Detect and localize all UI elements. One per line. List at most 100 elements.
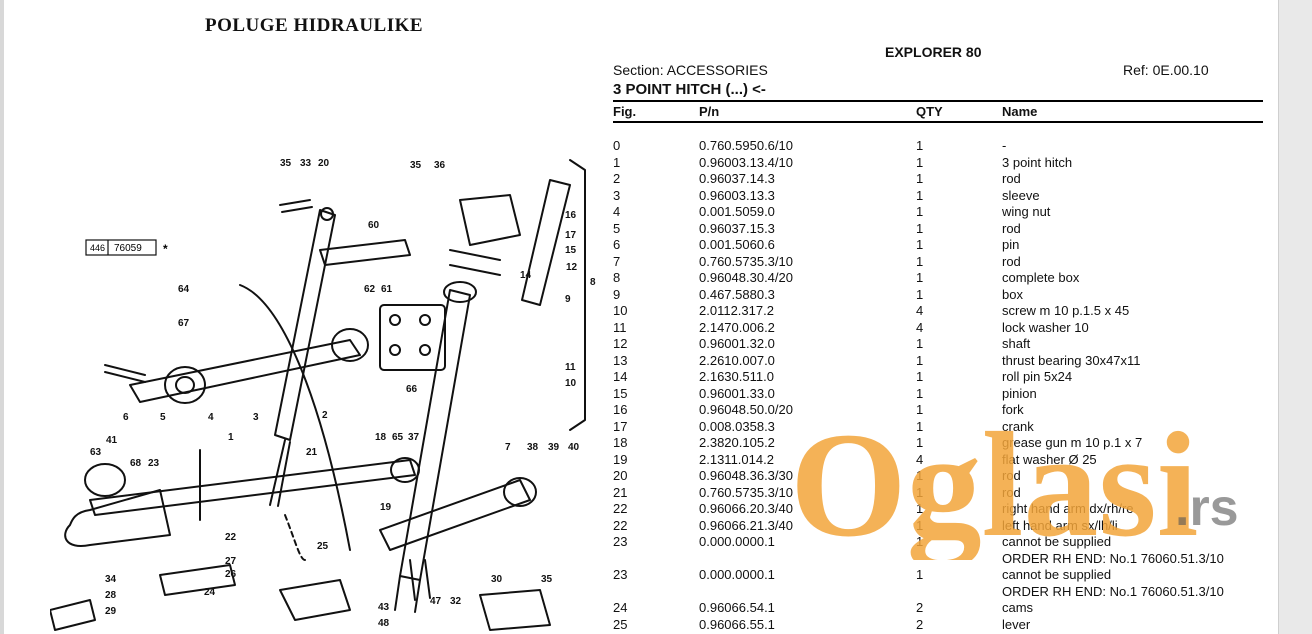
cell-name: fork [1002, 402, 1024, 417]
ref-box-right: 76059 [114, 243, 142, 254]
cell-fig: 17 [613, 418, 628, 434]
ref-label: Ref: 0E.00.10 [1123, 62, 1209, 78]
cell-name: ORDER RH END: No.1 76060.51.3/10 [1002, 550, 1224, 566]
cell-part-number: 0.96066.55.1 [699, 616, 775, 632]
cell-name: lever [1002, 616, 1031, 632]
cell-qty: 1 [916, 138, 924, 153]
callout-label: 30 [491, 574, 503, 585]
window-left-edge [0, 0, 4, 634]
callout-label: 65 [392, 432, 404, 443]
callout-label: 43 [378, 602, 390, 613]
callout-label: 61 [381, 284, 393, 295]
cell-fig: 22 [613, 517, 628, 533]
cell-qty: 1 [916, 402, 924, 417]
cell-fig: 22 [613, 501, 628, 516]
cell-qty: 4 [916, 319, 924, 335]
cell-name: crank [1002, 418, 1034, 434]
cell-part-number: 2.0112.317.2 [699, 303, 774, 318]
cell-fig: 13 [613, 352, 628, 368]
reference-box: 446 76059 * [85, 239, 168, 256]
cell-part-number: 0.96048.36.3/30 [699, 468, 793, 483]
cell-part-number: 0.001.5059.0 [699, 204, 775, 219]
cell-qty: 2 [916, 600, 924, 615]
page-title: POLUGE HIDRAULIKE [205, 15, 424, 36]
assembly-title: 3 POINT HITCH (...) <- [613, 81, 766, 98]
scrollbar-track[interactable] [1278, 0, 1312, 634]
callout-label: 4 [208, 412, 214, 423]
column-header-name: Name [1002, 104, 1038, 119]
cell-qty: 1 [916, 286, 924, 302]
table-row: 22 0.96066.21.3/40 1 left hand arm sx/lh/li [613, 518, 1273, 535]
callout-label: 2 [322, 410, 328, 421]
cell-fig: 7 [613, 253, 621, 269]
callout-label: 6 [123, 412, 129, 423]
cell-fig: 2 [613, 171, 621, 186]
callout-label: 35 [280, 158, 292, 169]
cell-qty: 1 [916, 484, 924, 500]
cell-fig: 21 [613, 484, 628, 500]
table-row: ORDER RH END: No.1 76060.51.3/10 [613, 584, 1273, 601]
cell-fig: 14 [613, 369, 628, 384]
header-rule-bottom [613, 121, 1263, 123]
cell-qty: 1 [916, 352, 924, 368]
callout-label: 41 [106, 435, 118, 446]
cell-part-number: 0.001.5060.6 [699, 237, 775, 252]
cell-qty: 1 [916, 220, 924, 236]
cell-fig: 1 [613, 154, 621, 170]
cell-part-number: 2.1630.511.0 [699, 369, 774, 384]
cell-part-number: 0.96003.13.3 [699, 187, 775, 203]
cell-name: rod [1002, 484, 1021, 500]
cell-name: shaft [1002, 336, 1031, 351]
cell-part-number: 0.96001.33.0 [699, 385, 775, 401]
cell-qty: 1 [916, 385, 924, 401]
cell-name: left hand arm sx/lh/li [1002, 517, 1118, 533]
cell-name: ORDER RH END: No.1 76060.51.3/10 [1002, 583, 1224, 599]
header-rule-top [613, 100, 1263, 102]
cell-qty: 1 [916, 253, 924, 269]
callout-label: 28 [105, 590, 117, 601]
callout-label: 25 [317, 541, 329, 552]
cell-part-number: 0.760.5735.3/10 [699, 484, 793, 500]
callout-label: 48 [378, 618, 390, 629]
cell-name: pinion [1002, 385, 1037, 401]
cell-fig: 12 [613, 336, 628, 351]
cell-fig: 24 [613, 600, 628, 615]
callout-label: 34 [105, 574, 117, 585]
cell-name: right hand arm dx/rh/re [1002, 501, 1134, 516]
callout-label: 1 [228, 432, 234, 443]
callout-label: 32 [450, 596, 462, 607]
cell-qty: 1 [916, 468, 924, 483]
callout-label: 36 [434, 160, 446, 171]
cell-fig: 10 [613, 303, 628, 318]
cell-qty: 4 [916, 451, 924, 467]
cell-qty: 1 [916, 204, 924, 219]
callout-label: 17 [565, 230, 577, 241]
cell-fig: 3 [613, 187, 621, 203]
cell-qty: 1 [916, 237, 924, 252]
cell-name: sleeve [1002, 187, 1040, 203]
cell-qty: 1 [916, 517, 924, 533]
callout-label: 3 [253, 412, 259, 423]
cell-name: cannot be supplied [1002, 567, 1112, 582]
cell-name: lock washer 10 [1002, 319, 1089, 335]
cell-part-number: 2.1311.014.2 [699, 451, 774, 467]
callout-label: 26 [225, 569, 237, 580]
cell-fig: 6 [613, 237, 621, 252]
cell-qty: 1 [916, 501, 924, 516]
callout-label: 68 [130, 458, 142, 469]
cell-part-number: 0.96066.21.3/40 [699, 517, 793, 533]
cell-name: cannot be supplied [1002, 534, 1112, 549]
model-name: EXPLORER 80 [885, 44, 982, 60]
cell-fig: 20 [613, 468, 628, 483]
cell-name: flat washer Ø 25 [1002, 451, 1097, 467]
